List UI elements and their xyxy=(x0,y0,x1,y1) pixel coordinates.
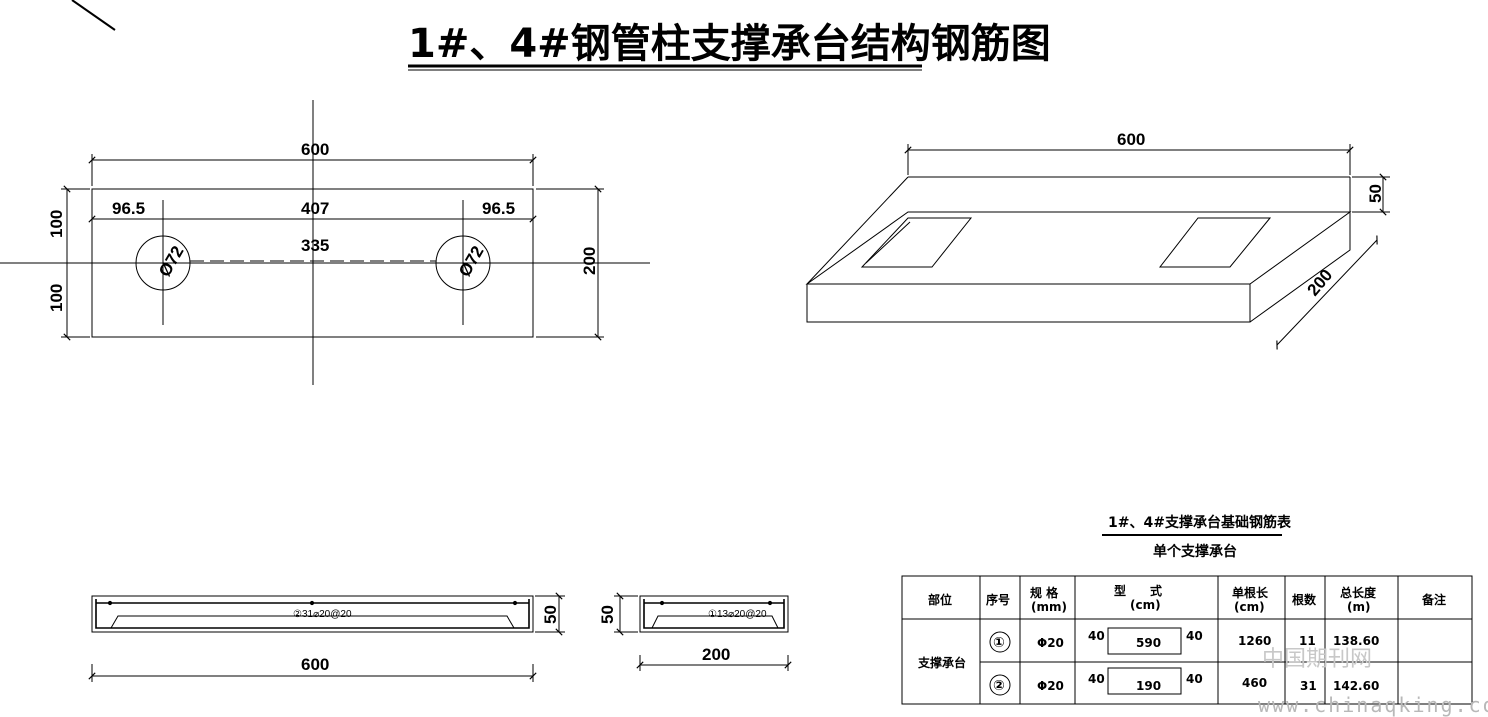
row2-seq-circle xyxy=(989,674,1011,696)
plan-hole-left xyxy=(135,235,191,291)
row2-unit-len: 460 xyxy=(1242,676,1267,690)
plan-hole-right-label: Ø72 xyxy=(455,243,488,280)
long-section-dot-1 xyxy=(107,600,113,606)
row1-shape-box xyxy=(1107,627,1182,655)
row1-spec: Φ20 xyxy=(1037,636,1064,650)
plan-total-height: 200 xyxy=(580,247,599,275)
td-part-name: 支撑承台 xyxy=(917,655,966,670)
watermark-cn: 中国期刊网 xyxy=(1262,647,1372,672)
row1-total: 138.60 xyxy=(1333,634,1379,648)
short-section-height-label: 50 xyxy=(598,605,617,624)
th-seq: 序号 xyxy=(986,592,1010,607)
row2-total: 142.60 xyxy=(1333,679,1379,693)
page-title: 1#、4#钢管柱支撑承台结构钢筋图 xyxy=(408,21,1051,67)
iso-length-label: 600 xyxy=(1117,130,1145,149)
short-section-hook xyxy=(651,615,779,629)
long-section-rebar-label: ②31⌀20@20 xyxy=(293,609,352,620)
th-total-len-unit: (m) xyxy=(1347,600,1370,614)
long-section-hook xyxy=(110,615,515,629)
plan-half-height-top: 100 xyxy=(47,210,66,238)
plan-right-offset: 96.5 xyxy=(482,199,515,218)
table-title: 1#、4#支撑承台基础钢筋表 xyxy=(1108,514,1292,531)
th-part: 部位 xyxy=(928,592,952,607)
iso-right-face xyxy=(1249,212,1351,323)
short-section-dot-2 xyxy=(767,600,773,606)
th-unit-len: 单根长 xyxy=(1232,585,1269,600)
long-section-length-label: 600 xyxy=(301,655,329,674)
iso-view xyxy=(805,144,1390,350)
iso-front-face xyxy=(806,284,1251,323)
short-section-outline xyxy=(639,595,789,633)
short-section-dot-1 xyxy=(659,600,665,606)
short-section-bottom-bar xyxy=(643,599,785,629)
row1-unit-len: 1260 xyxy=(1238,634,1271,648)
th-count: 根数 xyxy=(1292,592,1317,607)
iso-dim-width xyxy=(1276,235,1378,350)
row2-mid: 190 xyxy=(1136,679,1161,693)
th-note: 备注 xyxy=(1421,592,1446,607)
rebar-table xyxy=(901,575,1473,705)
iso-width-label: 200 xyxy=(1304,266,1337,300)
short-section-length-label: 200 xyxy=(702,645,730,664)
long-section-dot-2 xyxy=(512,600,518,606)
row1-seq: ① xyxy=(993,635,1005,651)
plan-hole-left-label: Ø72 xyxy=(155,243,188,280)
row1-count: 11 xyxy=(1299,634,1316,648)
th-total-len: 总长度 xyxy=(1340,585,1377,600)
plan-view xyxy=(0,100,650,385)
plan-half-height-bottom: 100 xyxy=(47,284,66,312)
row2-spec: Φ20 xyxy=(1037,679,1064,693)
plan-hole-spacing: 335 xyxy=(301,236,329,255)
th-shape: 型 式 xyxy=(1114,583,1162,598)
th-unit-len-unit: (cm) xyxy=(1234,600,1265,614)
row1-hook-right: 40 xyxy=(1186,629,1203,643)
row1-mid: 590 xyxy=(1136,636,1161,650)
long-section-height-label: 50 xyxy=(541,605,560,624)
short-section xyxy=(614,592,792,671)
row2-seq: ② xyxy=(993,678,1005,694)
th-shape-unit: (cm) xyxy=(1130,598,1161,612)
plan-overall-width: 600 xyxy=(301,140,329,159)
row1-seq-circle xyxy=(989,631,1011,653)
row2-hook-left: 40 xyxy=(1088,672,1105,686)
plan-center-span: 407 xyxy=(301,199,329,218)
th-spec-unit: (mm) xyxy=(1031,600,1067,614)
long-section-dot-3 xyxy=(309,600,315,606)
long-section-bottom-bar xyxy=(95,599,530,629)
plan-hole-right xyxy=(435,235,491,291)
short-section-rebar-label: ①13⌀20@20 xyxy=(708,609,767,620)
row2-shape-box xyxy=(1107,667,1182,695)
table-subtitle: 单个支撑承台 xyxy=(1153,543,1237,560)
watermark-url: www.chinaqking.com xyxy=(1258,693,1488,717)
iso-top-face xyxy=(805,211,1352,285)
row1-hook-left: 40 xyxy=(1088,629,1105,643)
iso-thickness-label: 50 xyxy=(1366,184,1385,203)
iso-opening-left xyxy=(860,217,973,268)
long-section xyxy=(88,592,565,682)
row2-count: 31 xyxy=(1300,679,1317,693)
iso-back-left-edge xyxy=(806,176,909,285)
corner-mark xyxy=(71,0,116,31)
long-section-outline xyxy=(91,595,534,633)
th-spec: 规 格 xyxy=(1030,585,1059,600)
iso-opening-left-inner xyxy=(865,221,911,264)
table-outline xyxy=(901,575,1473,705)
plan-left-offset: 96.5 xyxy=(112,199,145,218)
iso-opening-right xyxy=(1158,217,1272,268)
row2-hook-right: 40 xyxy=(1186,672,1203,686)
